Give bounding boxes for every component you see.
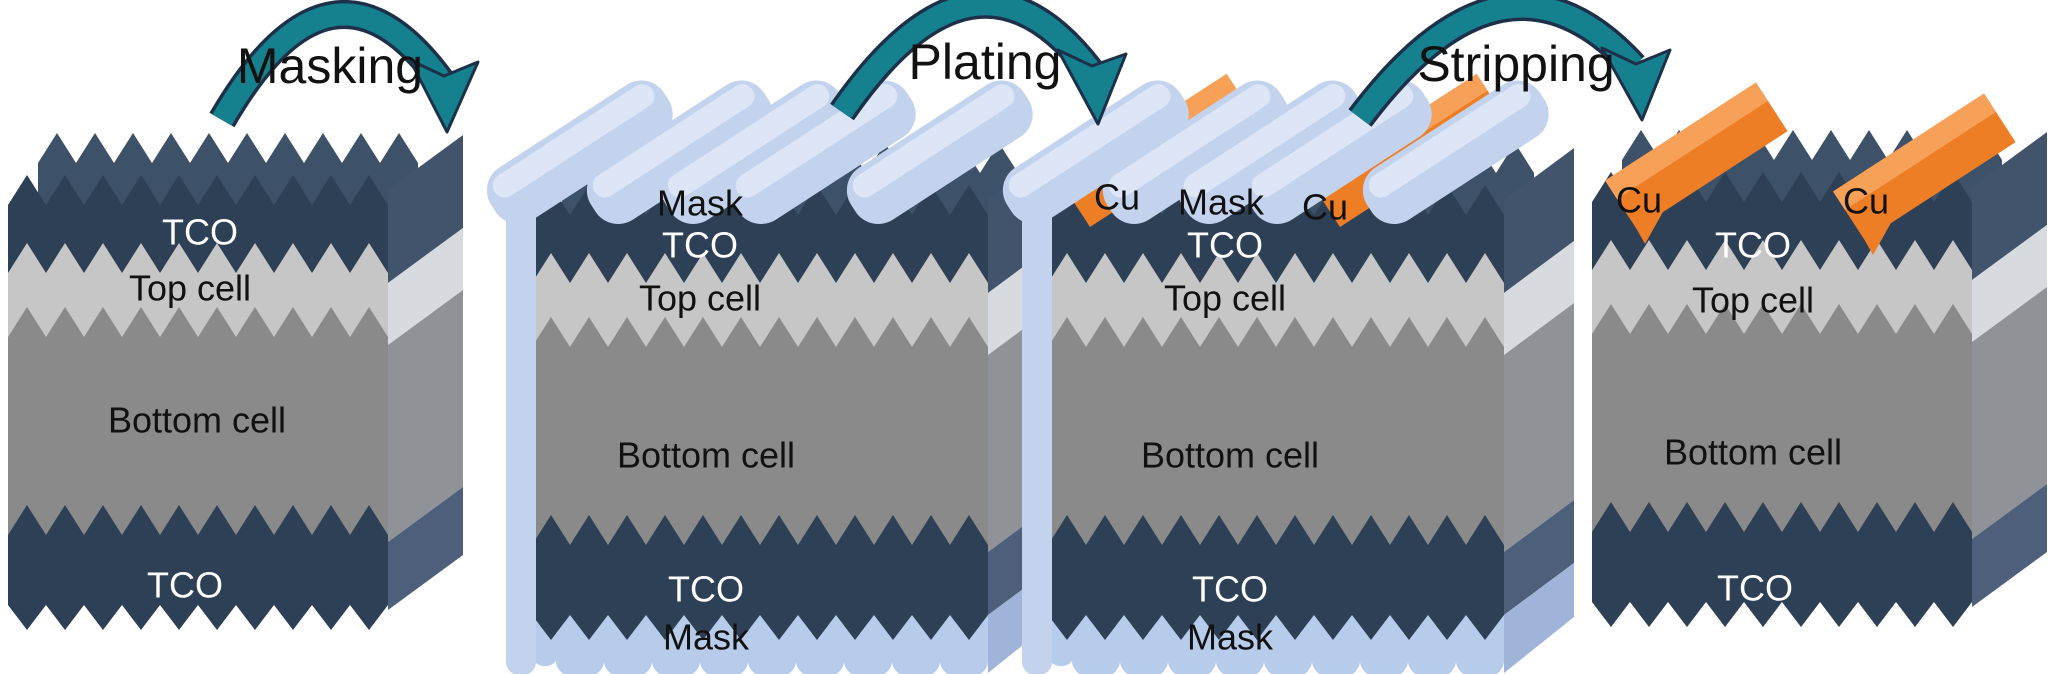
tco-side-face xyxy=(388,135,463,283)
tco-top-label: TCO xyxy=(162,212,238,253)
tco-bottom-label: TCO xyxy=(1192,569,1268,610)
tco-bottom-layer xyxy=(1048,515,1504,640)
stripping-arrow: Stripping xyxy=(1348,0,1672,127)
stripping-step-label: Stripping xyxy=(1417,36,1614,92)
bottom-cell-label: Bottom cell xyxy=(1664,432,1842,473)
tco-bottom-label: TCO xyxy=(1717,568,1793,609)
bottom-cell-layer xyxy=(532,317,988,549)
mask-bottom-layer xyxy=(532,599,988,674)
bottom-cell-side-face xyxy=(1504,303,1574,552)
cell-block-initial: TCO Top cell Bottom cell TCO xyxy=(8,133,463,630)
tco-top-label: TCO xyxy=(1187,225,1263,266)
tco-bottom-layer xyxy=(1592,502,1972,627)
mask-top-label: Mask xyxy=(1178,182,1265,223)
bottom-cell-side-face xyxy=(1972,287,2047,539)
top-cell-label: Top cell xyxy=(129,268,251,309)
plating-step-label: Plating xyxy=(909,34,1062,90)
cu-right-label: Cu xyxy=(1843,181,1889,222)
mask-side-sliver xyxy=(1504,563,1574,673)
cell-block-plated: Cu Mask Cu TCO Top cell Bottom cell TCO … xyxy=(1002,73,1574,674)
bottom-cell-label: Bottom cell xyxy=(108,400,286,441)
top-cell-side-face xyxy=(1972,225,2047,342)
tco-bottom-side-face xyxy=(1972,484,2047,607)
arrow-arc xyxy=(832,0,1099,119)
cu-finger xyxy=(1605,82,1788,230)
tco-bottom-label: TCO xyxy=(668,569,744,610)
mask-finger xyxy=(846,80,1033,225)
cu-left-label: Cu xyxy=(1616,180,1662,221)
mask-finger xyxy=(486,80,673,225)
cell-block-masked: Mask TCO Top cell Bottom cell TCO Mask xyxy=(486,80,1058,674)
top-cell-label: Top cell xyxy=(1692,280,1814,321)
bottom-cell-label: Bottom cell xyxy=(1141,435,1319,476)
tco-bottom-side-face xyxy=(1504,500,1574,615)
tco-bottom-label: TCO xyxy=(147,565,223,606)
plating-arrow: Plating xyxy=(830,0,1128,126)
bottom-cell-label: Bottom cell xyxy=(617,435,795,476)
cu-right-label: Cu xyxy=(1302,187,1348,228)
arrow-head-icon xyxy=(1056,48,1128,126)
mask-bottom-layer xyxy=(1048,599,1504,674)
bottom-cell-layer xyxy=(8,307,388,539)
mask-finger xyxy=(586,80,773,225)
bottom-cell-side-face xyxy=(388,290,463,542)
arrow-arc xyxy=(1351,0,1643,125)
tco-side-face xyxy=(1972,132,2047,280)
arrow-arc xyxy=(212,3,451,126)
mask-finger xyxy=(1002,80,1189,225)
mask-left-edge xyxy=(1022,175,1052,674)
masking-arrow: Masking xyxy=(209,0,480,134)
tco-bottom-layer xyxy=(8,505,388,630)
cell-block-stripped: Cu Cu TCO Top cell Bottom cell TCO xyxy=(1592,82,2047,627)
bottom-cell-layer xyxy=(1048,317,1504,549)
mask-left-edge xyxy=(506,175,536,674)
mask-finger xyxy=(1177,80,1364,225)
mask-bottom-label: Mask xyxy=(1187,617,1274,658)
tco-bottom-layer xyxy=(532,515,988,640)
tco-top-label: TCO xyxy=(662,225,738,266)
tco-side-face xyxy=(1504,148,1574,293)
arrow-head-icon xyxy=(1600,46,1672,122)
mask-top-label: Mask xyxy=(657,183,744,224)
tco-bottom-side-face xyxy=(388,487,463,610)
mask-finger xyxy=(1102,80,1289,225)
mask-finger xyxy=(661,80,848,225)
tco-top-label: TCO xyxy=(1715,225,1791,266)
masking-step-label: Masking xyxy=(237,38,423,94)
bottom-cell-layer xyxy=(1592,304,1972,536)
top-cell-label: Top cell xyxy=(1164,278,1286,319)
top-cell-side-face xyxy=(388,228,463,345)
arrow-head-icon xyxy=(408,58,480,134)
top-cell-label: Top cell xyxy=(639,278,761,319)
cu-finger xyxy=(1833,93,2016,241)
cu-left-label: Cu xyxy=(1094,177,1140,218)
top-cell-side-face xyxy=(1504,241,1574,355)
mask-bottom-label: Mask xyxy=(663,617,750,658)
mask-finger xyxy=(1362,80,1549,225)
